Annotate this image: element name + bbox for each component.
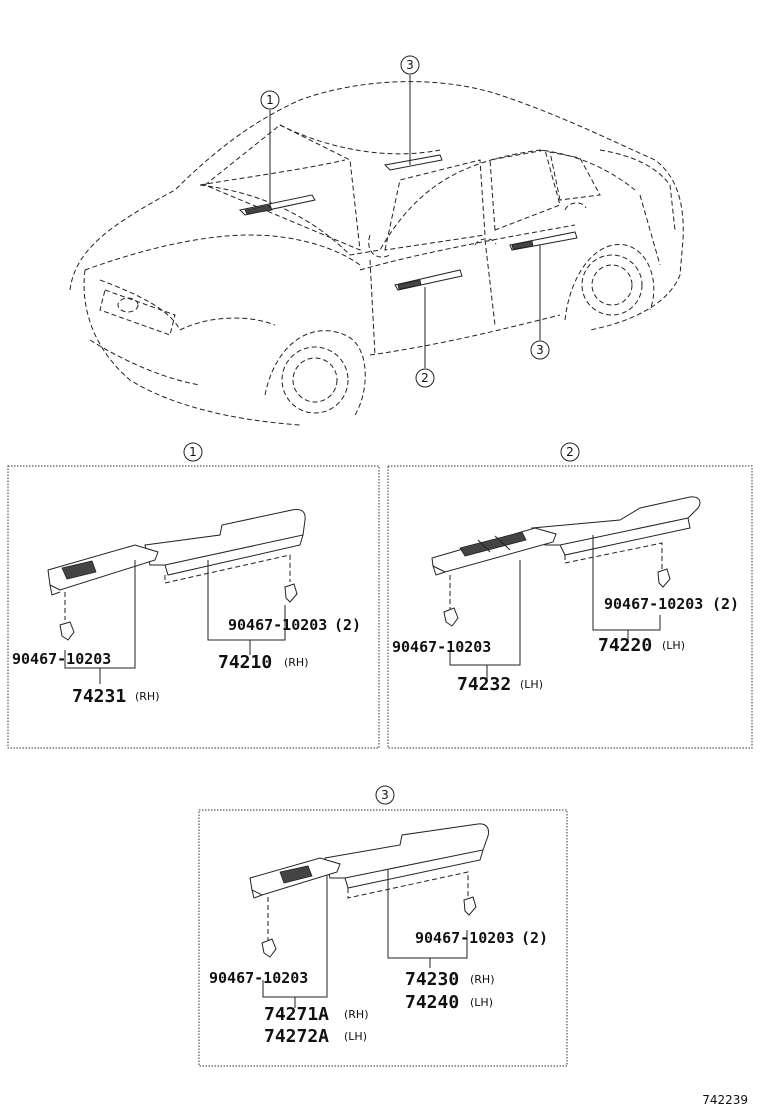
- box3-armrest-pn-rh: 74230: [405, 969, 459, 990]
- box-1-frame: [7, 465, 380, 749]
- diagram-id: 742239: [702, 1093, 748, 1107]
- callout-3-box: 3: [381, 788, 389, 802]
- box1-clip-sub-pn: 90467-10203: [12, 650, 111, 668]
- box3-clip-sub-pn: 90467-10203: [209, 969, 308, 987]
- box2-clip-main-qty: (2): [712, 595, 739, 613]
- box1-armrest-pn: 74210: [218, 652, 272, 673]
- box2-switch-pn: 74232: [457, 674, 511, 695]
- box2-clip-sub-pn: 90467-10203: [392, 638, 491, 656]
- box2-switch-sfx: (LH): [520, 678, 543, 691]
- detail-box-3: 3 90467-10203 (2) 90467-10203 74230 (RH)…: [198, 785, 568, 1067]
- callout-1-car: 1: [266, 93, 274, 107]
- switch-panel-74232-shape: [431, 527, 557, 573]
- box3-switch-sfx-rh: (RH): [344, 1008, 369, 1021]
- box-3-frame: [198, 809, 568, 1067]
- callout-2-car: 2: [421, 371, 429, 385]
- armrest-74220-shape: [531, 496, 701, 546]
- box1-clip-main-qty: (2): [334, 616, 361, 634]
- box2-armrest-sfx: (LH): [662, 639, 685, 652]
- box3-clip-main-qty: (2): [521, 929, 548, 947]
- box2-clip-main-pn: 90467-10203: [604, 595, 703, 613]
- box1-armrest-sfx: (RH): [284, 656, 309, 669]
- box2-armrest-pn: 74220: [598, 635, 652, 656]
- box3-armrest-sfx-rh: (RH): [470, 973, 495, 986]
- armrest-74230-74240-shape: [324, 823, 489, 879]
- box3-switch-sfx-lh: (LH): [344, 1030, 367, 1043]
- callout-2-box: 2: [566, 445, 574, 459]
- callout-1-box: 1: [189, 445, 197, 459]
- box3-switch-pn-lh: 74272A: [264, 1026, 329, 1047]
- box-2-frame: [387, 465, 753, 749]
- box1-clip-main-pn: 90467-10203: [228, 616, 327, 634]
- car-illustration: 1 3 2 3: [69, 55, 684, 426]
- box3-armrest-sfx-lh: (LH): [470, 996, 493, 1009]
- armrest-74210-shape: [144, 509, 306, 566]
- callout-3-car-top: 3: [406, 58, 414, 72]
- box1-switch-pn: 74231: [72, 686, 126, 707]
- box3-switch-pn-rh: 74271A: [264, 1004, 329, 1025]
- detail-box-1: 1 90467-10203 (2) 90467-10203 74210 (RH)…: [7, 442, 380, 749]
- box3-armrest-pn-lh: 74240: [405, 992, 459, 1013]
- detail-box-2: 2 90467-10203 (2) 90467-10203 74220 (LH)…: [387, 442, 753, 749]
- box3-clip-main-pn: 90467-10203: [415, 929, 514, 947]
- callout-3-car-rear: 3: [536, 343, 544, 357]
- box1-switch-sfx: (RH): [135, 690, 160, 703]
